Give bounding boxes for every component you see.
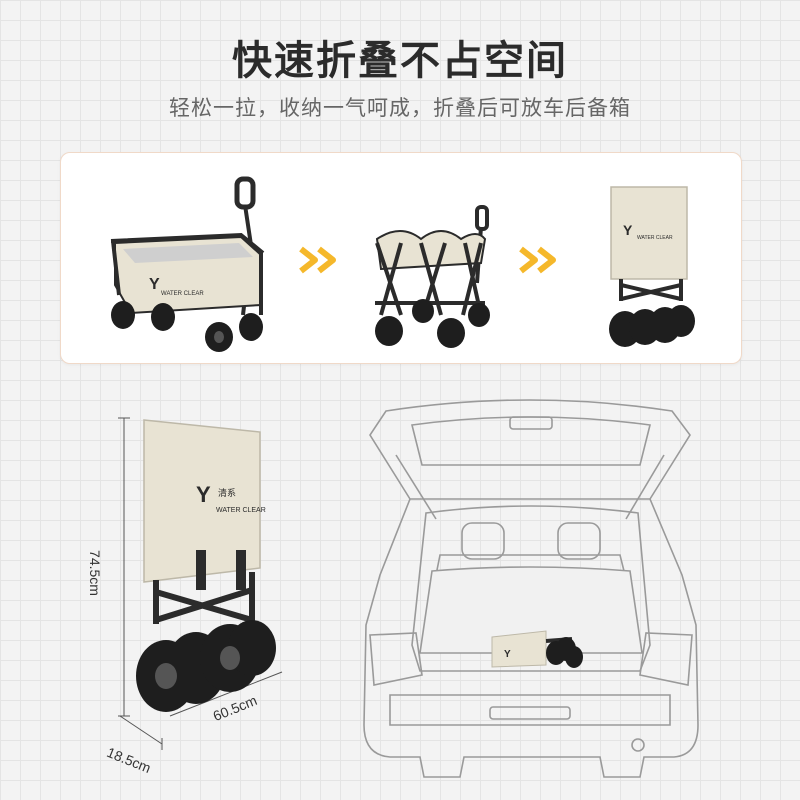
- brand-en-name: WATER CLEAR: [161, 291, 204, 297]
- page-subtitle: 轻松一拉，收纳一气呵成，折叠后可放车后备箱: [169, 96, 631, 120]
- half-folded-wagon-image: [375, 205, 490, 348]
- brand-en-name: WATER CLEAR: [637, 235, 673, 241]
- brand-logo-mark: Y: [196, 482, 211, 507]
- folded-wagon-dimension-image: Y 清系 WATER CLEAR: [118, 417, 283, 750]
- page-title: 快速折叠不占空间: [232, 38, 568, 84]
- brand-logo-mark: Y: [623, 222, 633, 238]
- folded-wagon-image: Y WATER CLEAR: [609, 186, 695, 347]
- brand-cn-name: 清系: [218, 487, 236, 498]
- brand-en-name: WATER CLEAR: [216, 507, 266, 514]
- height-dimension-label: 74.5cm: [86, 550, 103, 596]
- stage-arrow-2: [519, 246, 556, 274]
- car-trunk-image: Y: [363, 399, 699, 778]
- trunk-folded-wagon: Y: [491, 630, 583, 668]
- unfolded-wagon-image: Y WATER CLEAR: [110, 176, 265, 352]
- stage-arrow-1: [299, 246, 336, 274]
- folding-sequence-panel: Y WATER CLEAR Y WATER CLEAR: [60, 152, 742, 364]
- brand-logo-mark: Y: [504, 649, 511, 660]
- brand-logo-mark: Y: [149, 276, 160, 293]
